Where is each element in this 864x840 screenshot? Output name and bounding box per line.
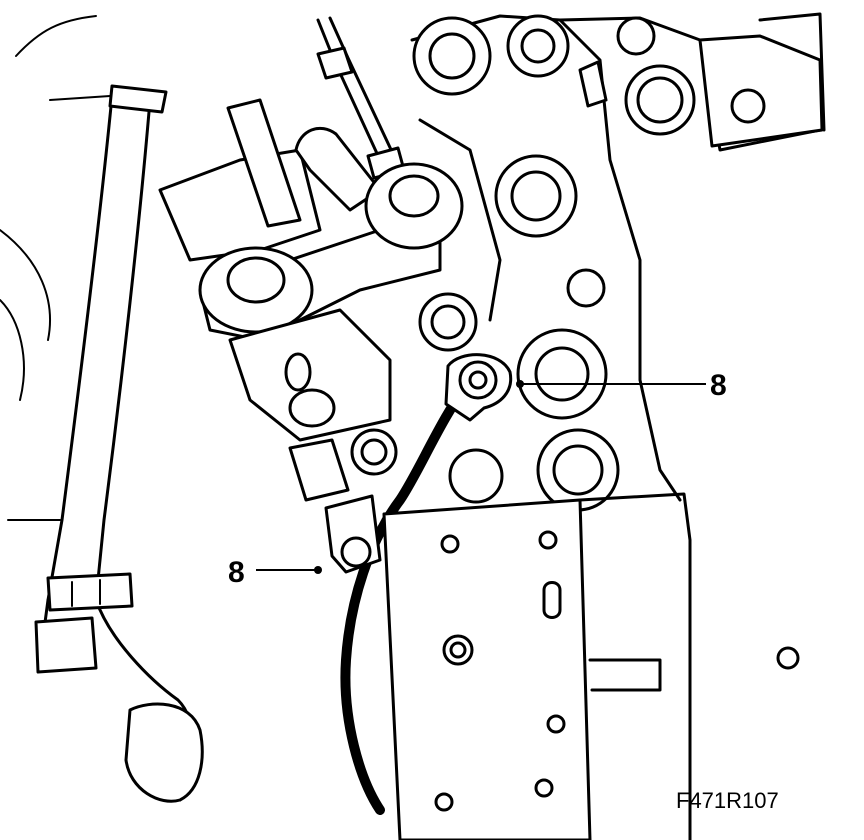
callout-label-upper: 8 — [710, 369, 727, 402]
left-hose — [34, 84, 204, 803]
callout-label-lower: 8 — [228, 556, 245, 589]
gearbox-housing — [350, 12, 826, 512]
shift-cable — [316, 16, 406, 180]
left-edge-contours — [0, 15, 111, 521]
shift-lever-assembly — [158, 98, 464, 442]
callout-lower: 8 — [228, 556, 322, 589]
callout-upper: 8 — [516, 369, 727, 402]
ground-cable — [288, 353, 513, 815]
figure-reference-code: F471R107 — [676, 788, 779, 813]
bracket-plate — [382, 492, 800, 840]
